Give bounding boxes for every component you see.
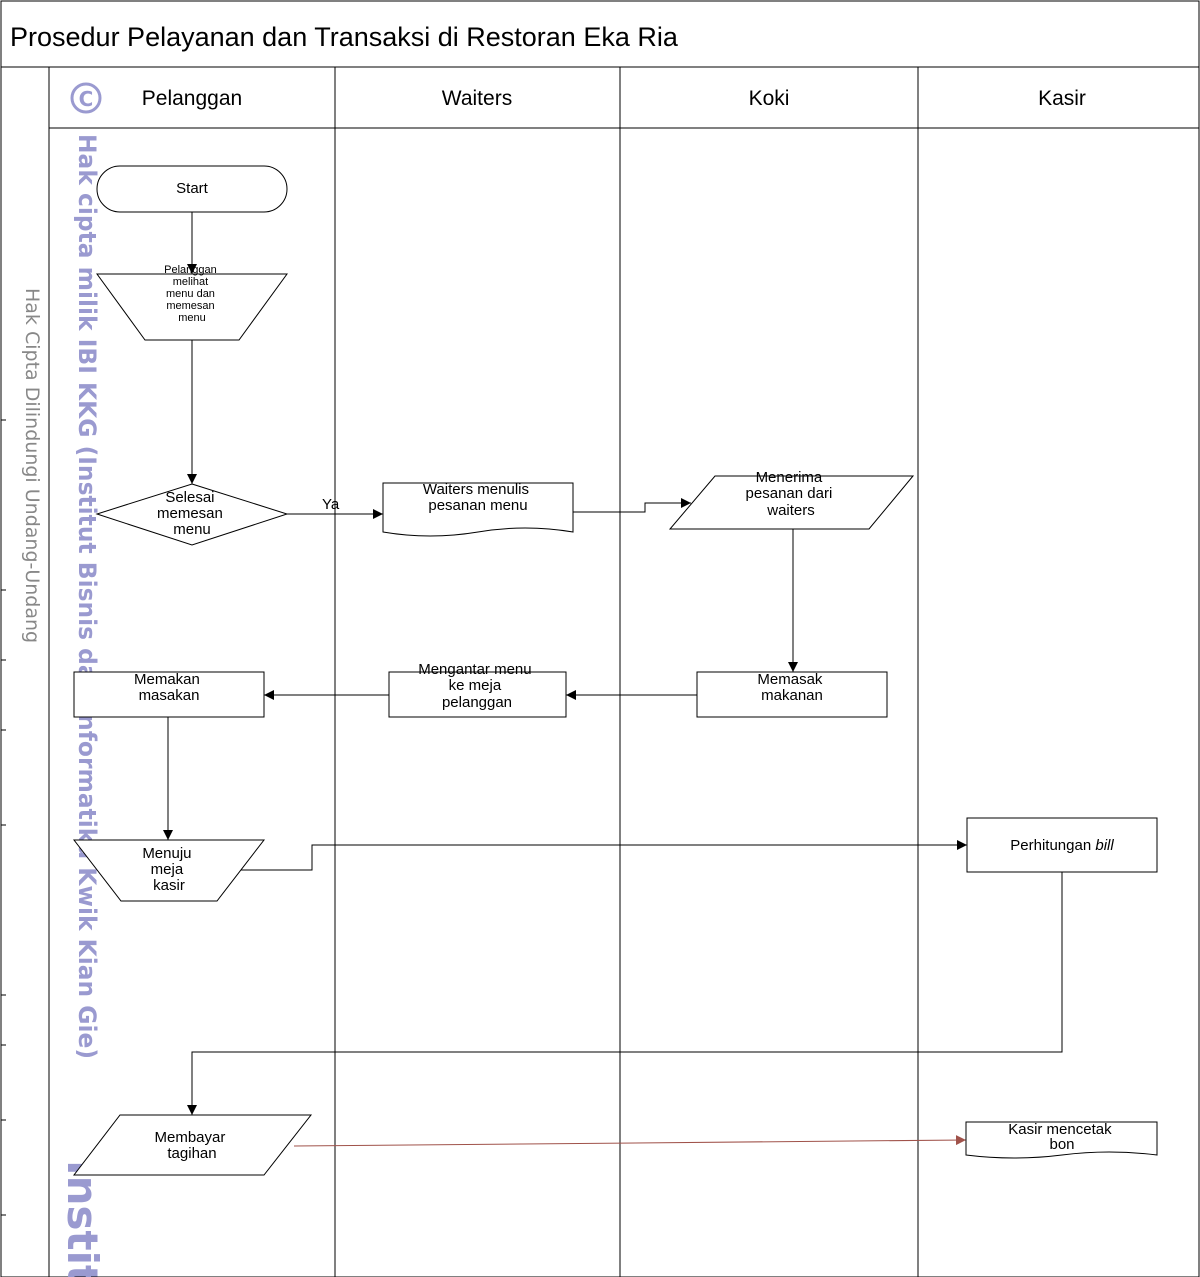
node-waiters-menulis: Waiters menulis pesanan menu [382,481,574,537]
edge-menuju-to-perhitungan [239,840,967,871]
node-mencetak-bon: Kasir mencetak bon [965,1121,1158,1159]
edge-label-ya: Ya [322,496,340,513]
node-menerima-pesanan: Menerima pesanan dari waiters [668,469,915,530]
node-menuju-kasir: Menuju meja kasir [72,839,266,902]
node-mengantar-menu: Mengantar menu ke meja pelanggan [388,661,567,718]
lane-header-kasir: Kasir [1038,87,1086,110]
svg-text:Memakan masakan: Memakan masakan [134,671,204,704]
svg-text:Menerima pesanan dari: Menerima pesanan dari waiters [746,469,837,519]
watermark-bottom-text: Institu [58,1160,107,1277]
watermark-overlay-text: Hak cipta milik IBI KKG (Institut Bisnis… [73,134,101,1059]
edge-membayar-to-mencetak [293,1135,967,1147]
watermark: C Hak cipta milik IBI KKG (Institut Bisn… [21,82,107,1277]
margin-ticks [1,419,6,1216]
svg-text:Perhitungan bill: Perhitungan bill [1010,837,1114,854]
lane-header-waiters: Waiters [442,87,512,110]
copyright-icon [70,82,102,114]
edge-perhitungan-to-membayar [187,872,1063,1115]
watermark-side-text: Hak Cipta Dilindungi Undang-Undang [21,288,43,643]
node-perhitungan-bill: Perhitungan bill [966,817,1158,873]
svg-text:Kasir mencetak bon: Kasir mencetak bon [1008,1121,1116,1153]
diagram-title: Prosedur Pelayanan dan Transaksi di Rest… [10,22,679,52]
lane-header-pelanggan: Pelanggan [142,87,242,110]
svg-text:Pelanggan melihat: Pelanggan melihat menu dan memesan menu [164,264,220,324]
lane-header-koki: Koki [749,87,790,110]
svg-text:Menuju meja kasir: Menuju meja kasir [142,845,195,894]
node-lihat-menu: Pelanggan melihat menu dan memesan menu [96,264,288,341]
connectors [163,212,1063,1147]
node-memakan-masakan: Memakan masakan [73,671,265,718]
svg-text:Memasak makanan: Memasak makanan [757,671,826,704]
svg-text:Selesai memesan me: Selesai memesan menu [157,489,227,538]
svg-text:Membayar tagihan: Membayar tagihan [154,1129,229,1162]
node-memasak-makanan: Memasak makanan [696,671,888,718]
svg-text:Mengantar menu ke meja: Mengantar menu ke meja pelanggan [418,661,536,711]
copyright-symbol: C [79,87,94,111]
node-membayar-tagihan: Membayar tagihan [72,1114,313,1176]
edge-waiters-to-menerima [573,498,691,513]
svg-text:Start: Start [176,180,209,197]
node-start: Start [96,165,288,213]
node-selesai-memesan: Selesai memesan menu [95,483,289,546]
svg-text:Waiters menulis pesanan: Waiters menulis pesanan menu [423,481,533,514]
